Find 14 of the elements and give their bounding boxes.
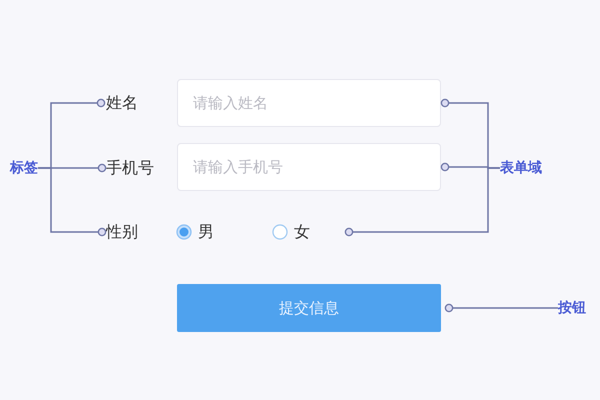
radio-option: 女 [272, 221, 310, 243]
leader-line [344, 167, 500, 236]
callout-label: 标签 [10, 157, 38, 179]
leader-line [444, 304, 558, 312]
callout-label: 表单域 [500, 157, 542, 179]
callout-label: 按钮 [558, 297, 586, 319]
radio-option: 男 [176, 221, 214, 243]
field-label: 姓名 [106, 92, 138, 114]
leader-line [38, 167, 106, 236]
submit-button: 提交信息 [177, 284, 441, 332]
field-label: 性别 [106, 221, 138, 243]
input-field: 请输入姓名 [177, 79, 441, 127]
field-label: 手机号 [106, 157, 154, 179]
input-field: 请输入手机号 [177, 143, 441, 191]
